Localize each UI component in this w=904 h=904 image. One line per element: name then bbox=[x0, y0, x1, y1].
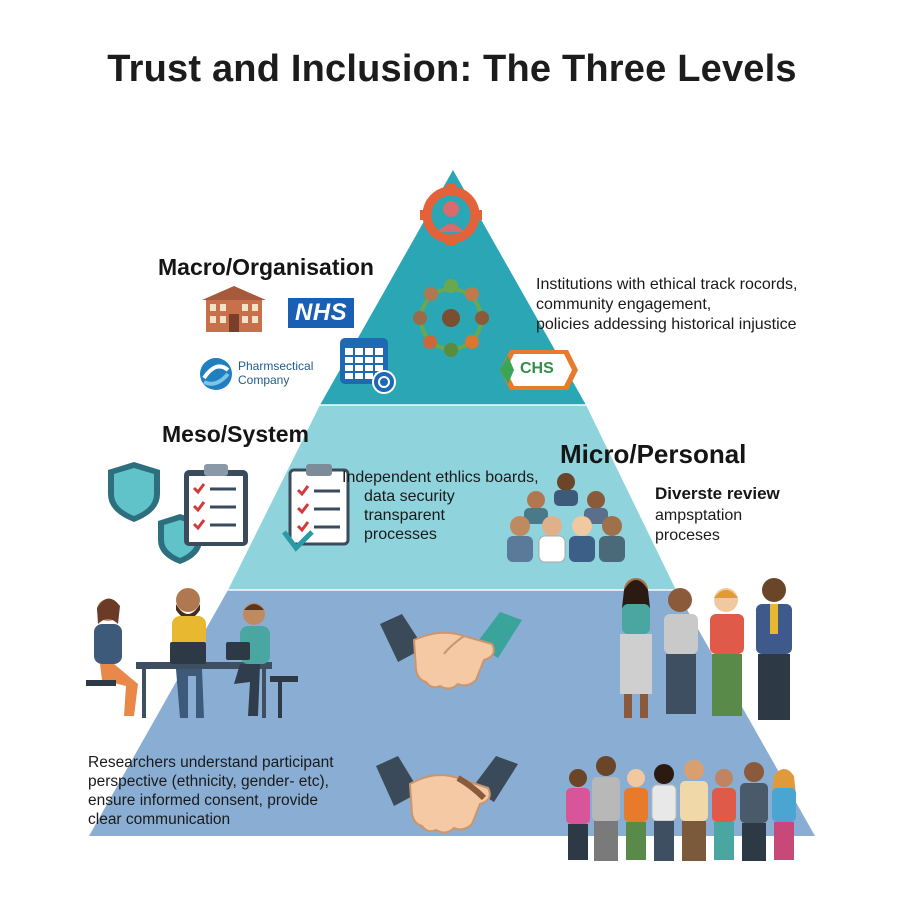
pharma-company-name: Pharmsectical Company bbox=[238, 359, 314, 387]
group-people-icon bbox=[507, 473, 625, 563]
diverse-people-icon bbox=[620, 578, 792, 720]
meso-heading: Meso/System bbox=[162, 421, 310, 447]
page-title: Trust and Inclusion: The Three Levels bbox=[107, 48, 797, 90]
micro-description: ampsptation proceses bbox=[655, 507, 743, 544]
handshake-icon bbox=[376, 756, 518, 834]
chs-label: CHS bbox=[520, 360, 554, 377]
calendar-icon bbox=[340, 338, 396, 394]
community-circle-icon bbox=[413, 279, 489, 357]
pharma-logo-icon bbox=[200, 358, 232, 390]
chs-badge-icon bbox=[500, 350, 578, 390]
macro-heading: Macro/Organisation bbox=[158, 254, 374, 280]
micro-bottom-description: Researchers understand participant persp… bbox=[88, 754, 334, 828]
target-person-icon bbox=[420, 184, 482, 246]
checklist-icon bbox=[282, 464, 350, 552]
macro-description: Institutions with ethical track rocords,… bbox=[536, 276, 798, 333]
handshake-icon bbox=[380, 612, 522, 690]
diverse-people-icon bbox=[566, 756, 796, 861]
hospital-building-icon bbox=[202, 286, 266, 332]
meeting-team-icon bbox=[86, 588, 298, 718]
nhs-logo: NHS bbox=[288, 298, 355, 328]
meso-description: Independent ethlics boards, data securit… bbox=[342, 469, 539, 543]
shields-and-clipboard bbox=[108, 462, 248, 564]
checklist-icon bbox=[184, 464, 248, 546]
shield-icon bbox=[108, 462, 160, 522]
micro-heading: Micro/Personal bbox=[560, 439, 747, 469]
micro-bold-line: Diverste review bbox=[655, 484, 780, 503]
